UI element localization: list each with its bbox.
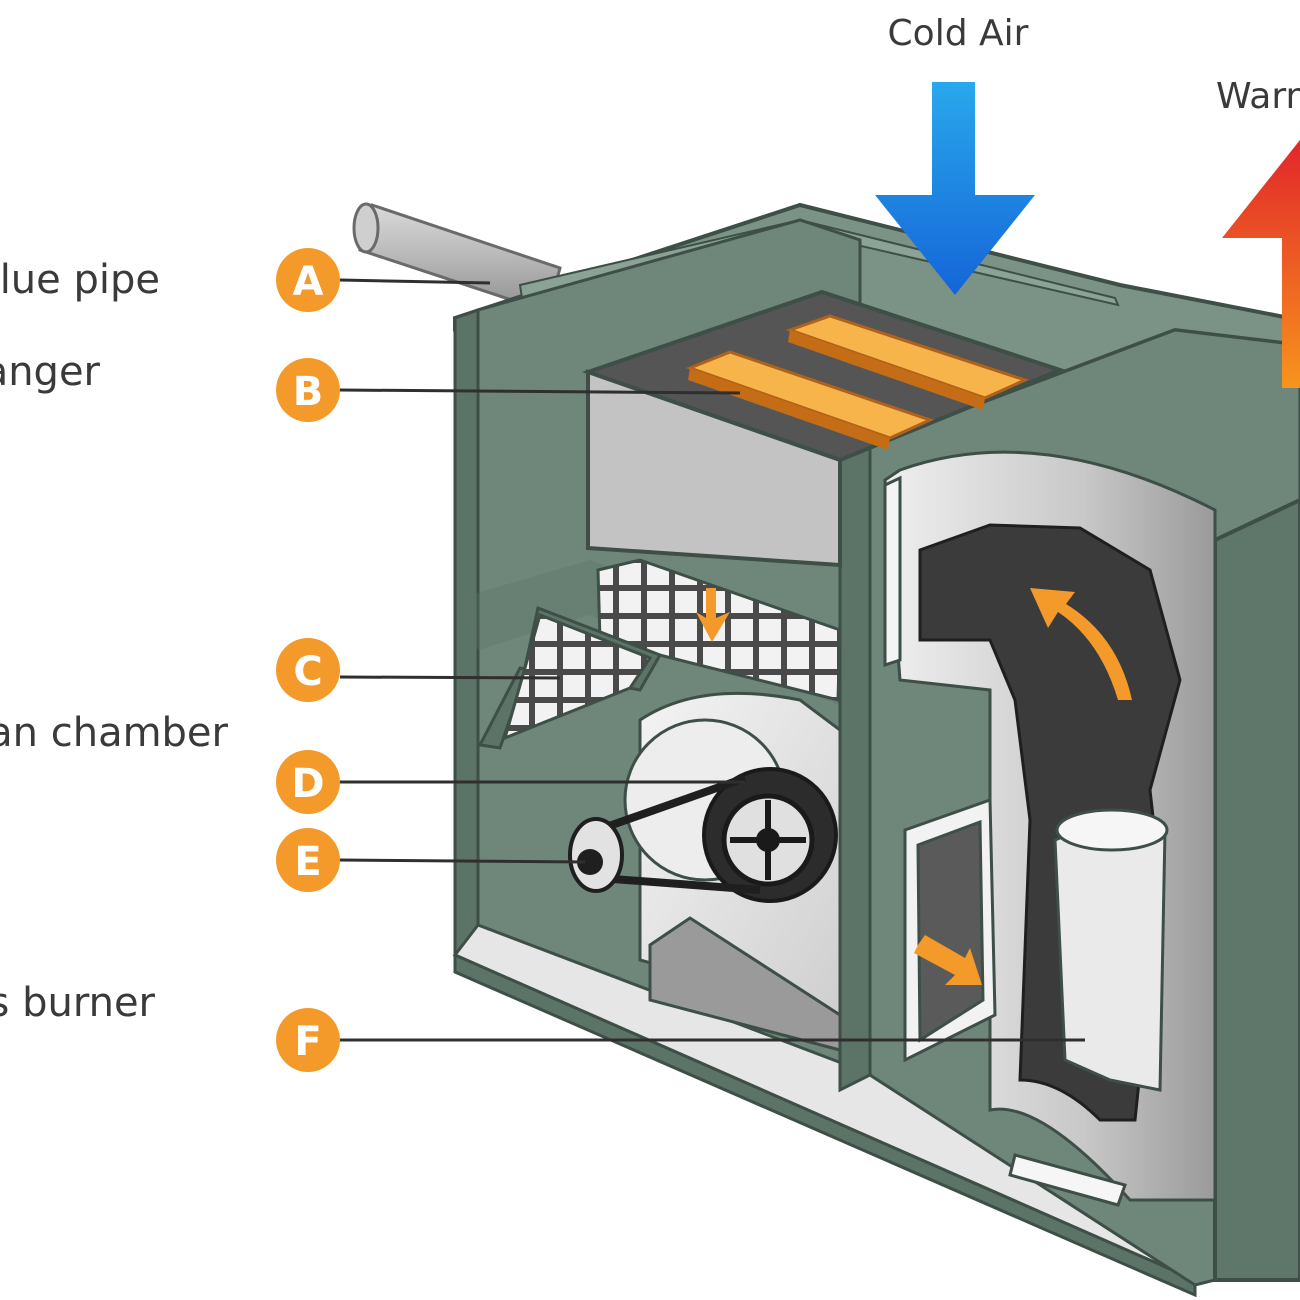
warm-air-arrow <box>1222 140 1300 388</box>
blower-assembly <box>568 691 842 1052</box>
callout-badge-d: D <box>276 750 340 814</box>
callout-label-d: Blower / fan chamber <box>0 710 229 756</box>
warm-air-label: Warm Air <box>1216 76 1300 117</box>
svg-text:F: F <box>294 1019 321 1065</box>
cold-air-arrow <box>875 82 1035 295</box>
airflow-arrow-curved <box>1030 588 1132 700</box>
callout-label-f: Gas burner <box>0 980 156 1026</box>
svg-text:B: B <box>293 369 324 415</box>
callout-label-b: Heat exchanger <box>0 349 101 395</box>
cold-air-label: Cold Air <box>888 13 1029 54</box>
airflow-arrow-down <box>696 588 730 642</box>
svg-text:A: A <box>293 259 324 305</box>
airflow-arrow-diagonal <box>914 935 982 985</box>
svg-text:E: E <box>294 839 321 885</box>
callout-badge-a: A <box>276 248 340 312</box>
airflow-arrows <box>696 588 1132 985</box>
callout-leaders <box>339 278 1085 1042</box>
svg-text:D: D <box>291 761 324 807</box>
heat-exchanger <box>581 289 1066 568</box>
svg-text:C: C <box>293 649 322 695</box>
callout-badge-b: B <box>276 358 340 422</box>
flue-pipe <box>352 202 562 314</box>
callout-badge-e: E <box>276 828 340 892</box>
callout-badge-c: C <box>276 638 340 702</box>
callout-badge-f: F <box>276 1008 340 1072</box>
